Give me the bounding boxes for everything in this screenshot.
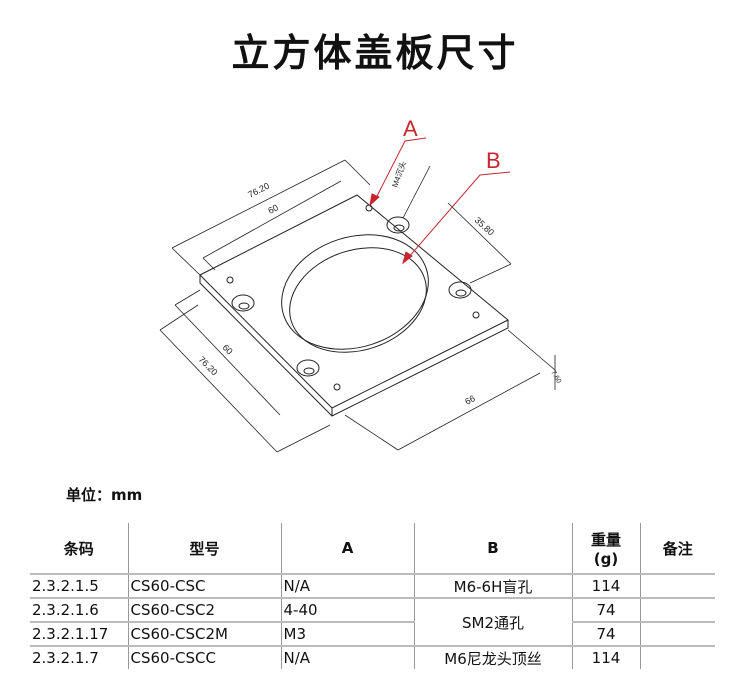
arrow-b-icon [402,251,413,265]
page-title: 立方体盖板尺寸 [231,31,519,75]
dim-hole-offset: 35.80 [473,215,496,238]
cell-a: N/A [280,645,414,669]
cell-note [639,573,715,598]
cell-code: 2.3.2.1.5 [30,573,128,598]
dim-top-outer: 76.20 [246,181,271,200]
cell-note [639,621,715,646]
spec-table: 条码 型号 A B 重量(g) 备注 2.3.2.1.5 CS60-CSC N/… [30,523,715,669]
cell-weight: 114 [571,573,640,598]
cell-model: CS60-CSCC [127,645,281,669]
cell-weight: 74 [571,621,640,646]
cover-plate-drawing: A B 76.20 60 60 76.20 35.80 66 7.60 M4沉头 [159,116,562,453]
plate-top-face [199,194,509,409]
hole-label: M4沉头 [389,160,408,189]
dim-top-inner: 60 [266,202,279,215]
countersunk-holes [231,216,472,377]
header-weight: 重量(g) [571,523,640,574]
callout-a-label: A [403,116,418,141]
cell-model: CS60-CSC2M [127,621,281,646]
table-row: 2.3.2.1.17 CS60-CSC2M M3 74 [30,621,715,646]
header-a: A [280,523,414,574]
cell-a: N/A [280,573,414,598]
cell-note [639,597,715,622]
table-header: 条码 型号 A B 重量(g) 备注 [30,523,715,574]
dimension-lines [159,159,556,453]
cell-b: M6-6H盲孔 [413,573,572,598]
unit-label: 单位：mm [66,486,143,504]
header-b: B [413,523,572,574]
table-row: 2.3.2.1.5 CS60-CSC N/A M6-6H盲孔 114 [30,573,715,598]
header-note: 备注 [639,523,715,574]
cell-note [639,645,715,669]
dim-bottom: 66 [463,393,477,407]
cell-model: CS60-CSC2 [127,597,281,622]
dim-left-inner: 60 [221,342,235,356]
cell-weight: 114 [571,645,640,669]
dim-thickness: 7.60 [549,370,562,385]
cell-weight: 74 [571,597,640,622]
header-code: 条码 [63,539,94,558]
small-holes [226,204,480,391]
cell-a: 4-40 [280,597,414,622]
cell-code: 2.3.2.1.6 [30,597,128,622]
center-bore [281,234,429,353]
arrow-a-icon [369,193,380,207]
cell-b: SM2通孔 [413,597,572,646]
table-row: 2.3.2.1.6 CS60-CSC2 4-40 SM2通孔 74 [30,597,715,646]
dim-left-outer: 76.20 [197,354,220,377]
header-model: 型号 [127,523,281,574]
cell-code: 2.3.2.1.17 [30,621,128,646]
table-row: 2.3.2.1.7 CS60-CSCC N/A M6尼龙头顶丝 114 [30,645,715,669]
cell-model: CS60-CSC [127,573,281,598]
cell-code: 2.3.2.1.7 [30,645,128,669]
cell-a: M3 [280,621,414,646]
callout-b-label: B [486,148,501,173]
cell-b: M6尼龙头顶丝 [413,645,572,669]
callouts [369,137,511,265]
